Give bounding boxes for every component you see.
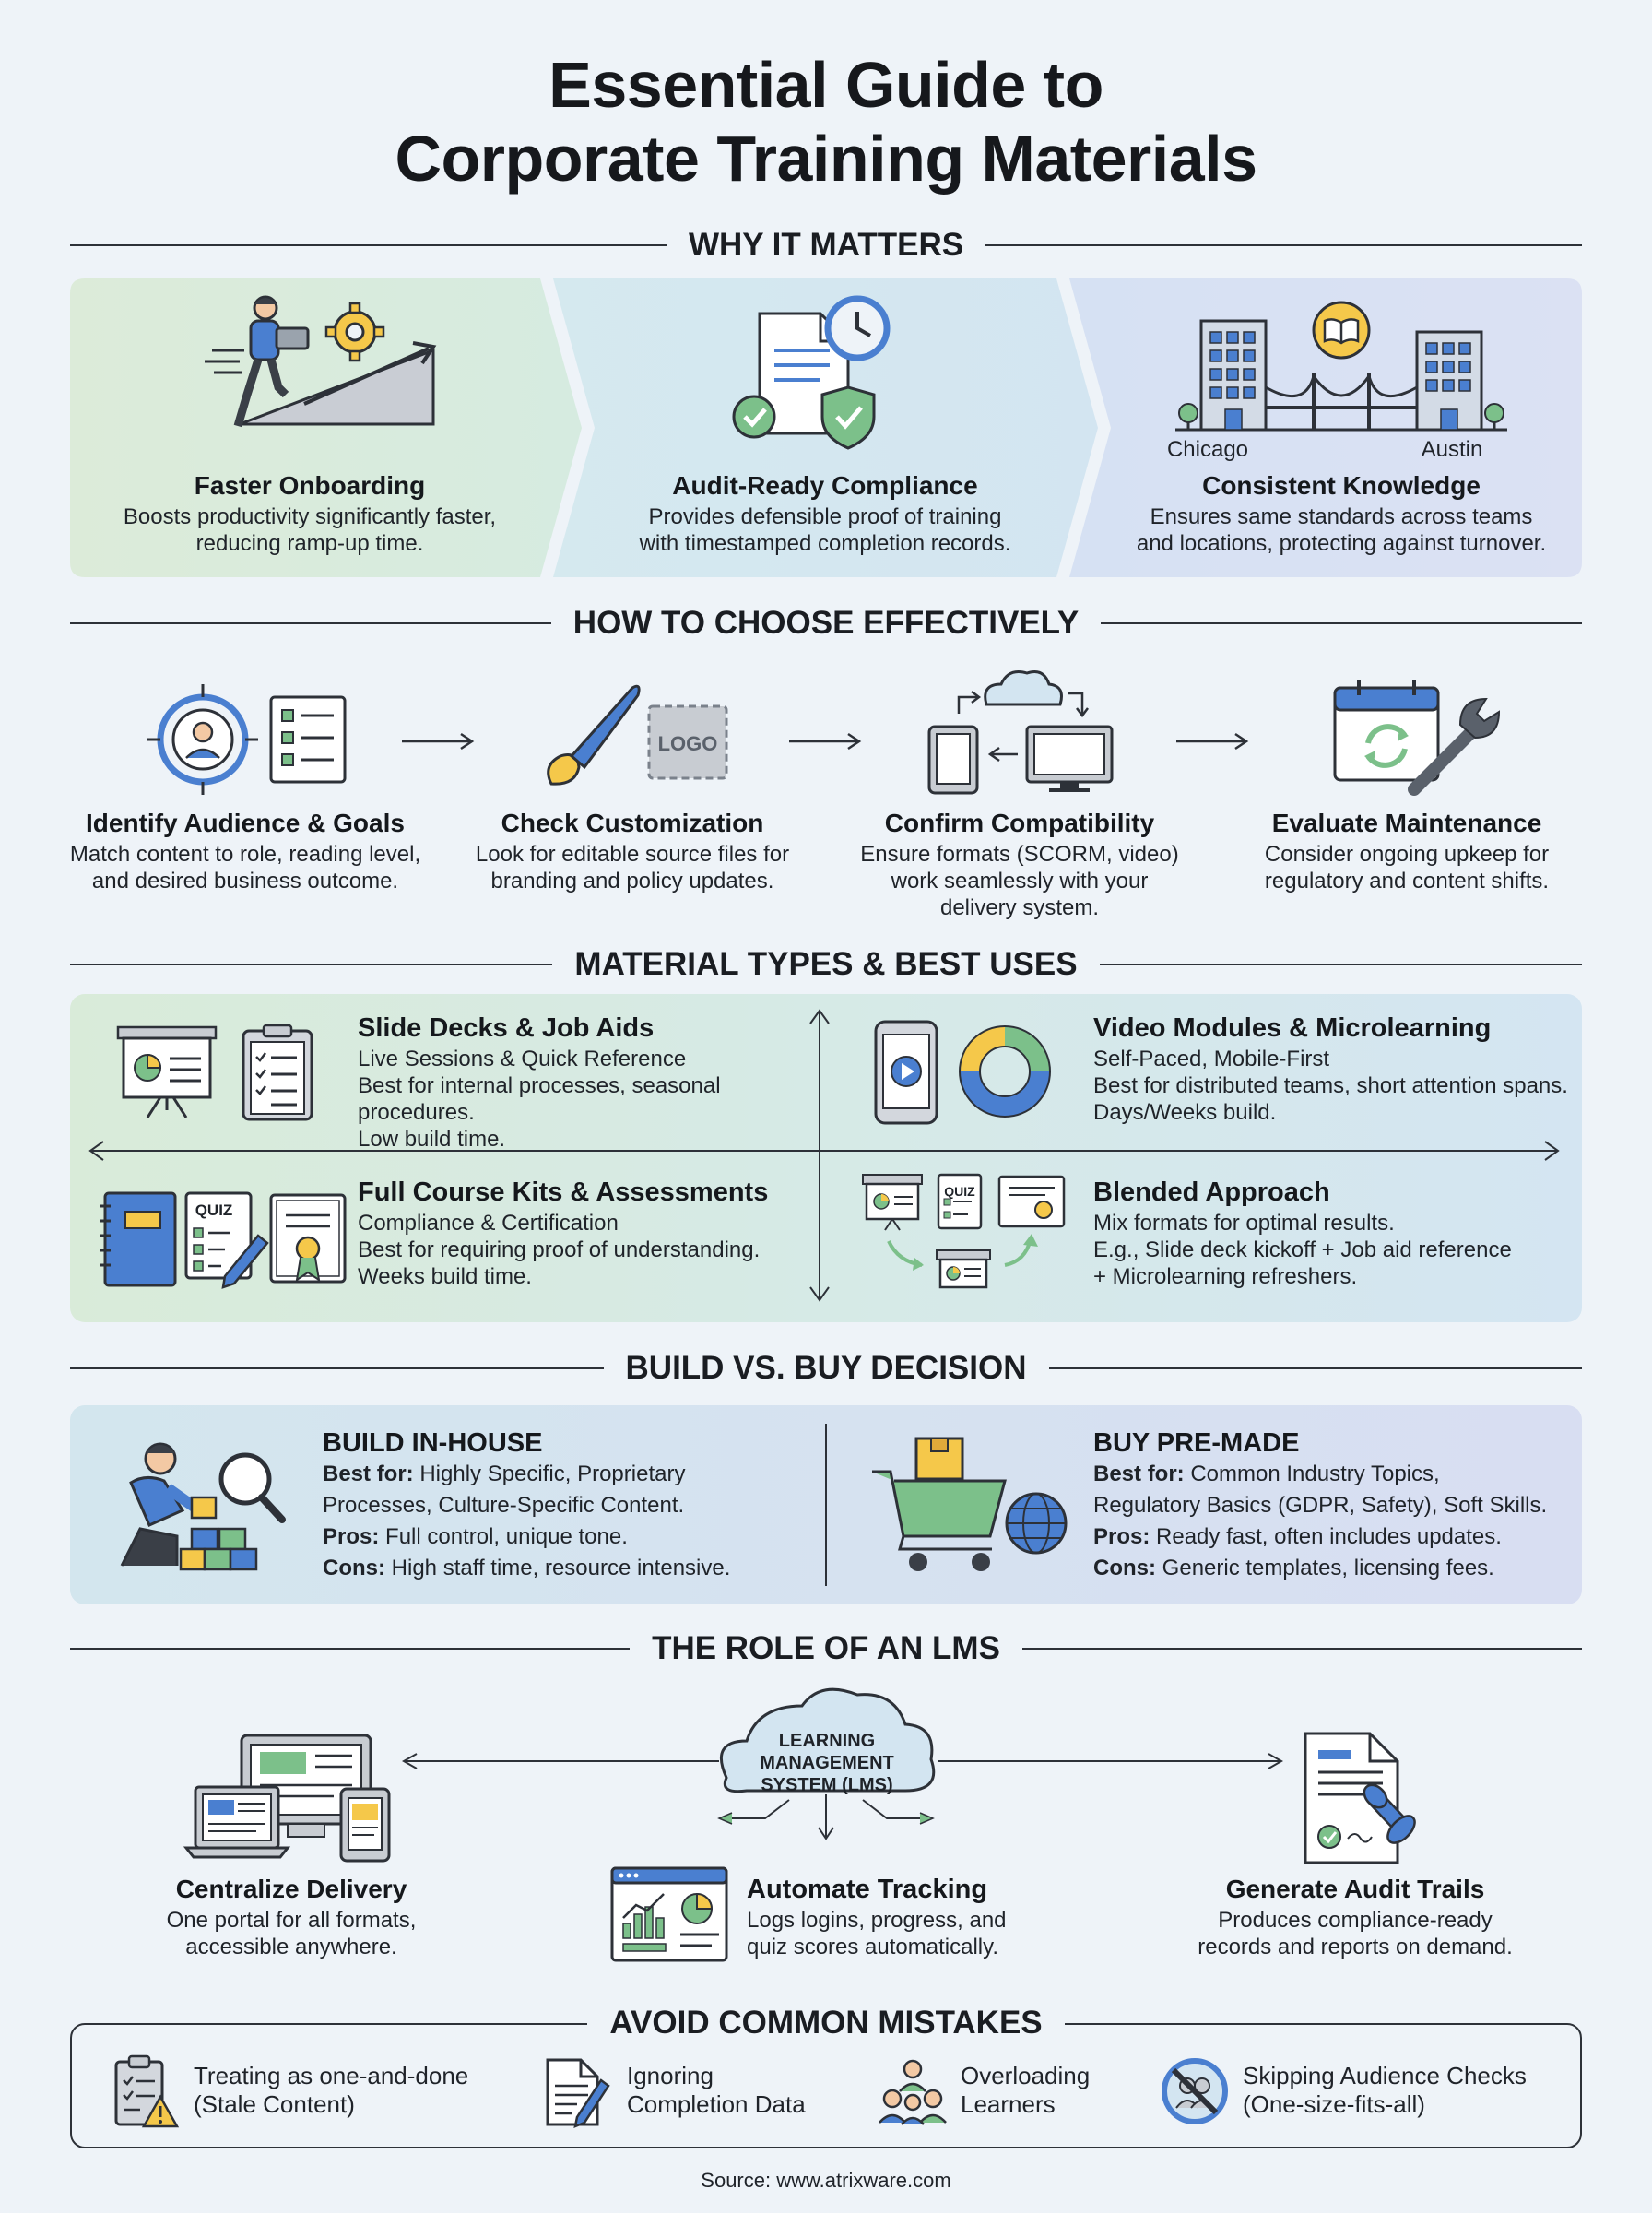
course-kit-icon xyxy=(100,1191,347,1289)
course-title: Full Course Kits & Assessments xyxy=(358,1178,769,1207)
blended-title: Blended Approach xyxy=(1093,1178,1330,1207)
audit-trails-text: Generate Audit Trails Produces complianc… xyxy=(1152,1872,1558,1960)
blended-quiz-label: QUIZ xyxy=(944,1184,975,1199)
page-title: Essential Guide to Corporate Training Ma… xyxy=(0,48,1652,195)
arrow-right-icon xyxy=(789,732,862,751)
mistake-3-text: Overloading Learners xyxy=(961,2062,1091,2118)
onboarding-title: Faster Onboarding xyxy=(194,471,426,500)
cities-bridge-icon xyxy=(1175,301,1507,432)
section-header-build: BUILD VS. BUY DECISION xyxy=(70,1350,1583,1387)
build-inhouse-text: BUILD IN-HOUSE Best for: Highly Specific… xyxy=(323,1427,747,1584)
customization-text: Check Customization Look for editable so… xyxy=(439,806,826,894)
mistake-1-text: Treating as one-and-done (Stale Content) xyxy=(194,2062,469,2118)
no-audience-check-icon xyxy=(1162,2058,1228,2124)
audit-stamp-icon xyxy=(1304,1732,1416,1864)
overloaded-learners-icon xyxy=(879,2059,947,2125)
maintenance-title: Evaluate Maintenance xyxy=(1271,809,1542,837)
builder-blocks-icon xyxy=(120,1442,286,1571)
audit-trails-title: Generate Audit Trails xyxy=(1225,1875,1485,1903)
build-buy-panel xyxy=(70,1405,1582,1604)
city-chicago-label: Chicago xyxy=(1166,437,1249,462)
logo-placeholder-text: LOGO xyxy=(657,732,718,755)
mistakes-panel xyxy=(70,2023,1582,2148)
audience-goals-text: Identify Audience & Goals Match content … xyxy=(52,806,439,894)
video-microlearning-icon xyxy=(874,1020,1051,1125)
audience-goals-title: Identify Audience & Goals xyxy=(86,809,405,837)
mistake-4-text: Skipping Audience Checks (One-size-fits-… xyxy=(1243,2062,1527,2118)
compliance-title: Audit-Ready Compliance xyxy=(672,471,978,500)
build-inhouse-title: BUILD IN-HOUSE xyxy=(323,1428,543,1458)
ignoring-data-document-icon xyxy=(546,2058,610,2129)
types-panel xyxy=(70,994,1582,1322)
dashboard-tracking-icon xyxy=(610,1866,728,1962)
customization-title: Check Customization xyxy=(501,809,764,837)
tracking-text: Automate Tracking Logs logins, progress,… xyxy=(747,1872,1115,1960)
shopping-cart-globe-icon xyxy=(872,1437,1068,1571)
centralize-title: Centralize Delivery xyxy=(175,1875,407,1903)
blended-approach-icon xyxy=(862,1173,1066,1289)
title-line-2: Corporate Training Materials xyxy=(395,123,1257,195)
knowledge-text: Consistent Knowledge Ensures same standa… xyxy=(1097,468,1586,557)
knowledge-title: Consistent Knowledge xyxy=(1202,471,1481,500)
slides-text: Slide Decks & Job Aids Live Sessions & Q… xyxy=(358,1011,837,1153)
slides-title: Slide Decks & Job Aids xyxy=(358,1013,655,1043)
course-text: Full Course Kits & Assessments Complianc… xyxy=(358,1175,837,1290)
section-header-how: HOW TO CHOOSE EFFECTIVELY xyxy=(70,605,1582,642)
arrow-right-icon xyxy=(1176,732,1249,751)
title-line-1: Essential Guide to xyxy=(549,49,1103,121)
buy-premade-text: BUY PRE-MADE Best for: Common Industry T… xyxy=(1093,1427,1573,1584)
section-header-types: MATERIAL TYPES & BEST USES xyxy=(70,946,1583,983)
centralize-text: Centralize Delivery One portal for all f… xyxy=(98,1872,485,1960)
video-title: Video Modules & Microlearning xyxy=(1093,1013,1492,1043)
stale-content-icon xyxy=(114,2054,180,2128)
slides-jobaid-icon xyxy=(116,1024,313,1121)
blended-text: Blended Approach Mix formats for optimal… xyxy=(1093,1175,1573,1290)
maintenance-text: Evaluate Maintenance Consider ongoing up… xyxy=(1213,806,1600,894)
audience-target-icon xyxy=(148,684,347,795)
quiz-label: QUIZ xyxy=(195,1201,233,1219)
section-header-mistakes: AVOID COMMON MISTAKES xyxy=(70,2005,1582,2041)
multi-device-icon xyxy=(183,1734,391,1863)
mistake-2-text: Ignoring Completion Data xyxy=(627,2062,806,2118)
city-austin-label: Austin xyxy=(1421,437,1483,462)
devices-cloud-sync-icon xyxy=(927,670,1114,795)
compatibility-title: Confirm Compatibility xyxy=(884,809,1155,837)
section-header-lms: THE ROLE OF AN LMS xyxy=(70,1630,1583,1667)
onboarding-text: Faster Onboarding Boosts productivity si… xyxy=(88,468,531,557)
buy-premade-title: BUY PRE-MADE xyxy=(1093,1428,1300,1458)
section-header-why: WHY IT MATTERS xyxy=(70,227,1583,264)
compliance-text: Audit-Ready Compliance Provides defensib… xyxy=(599,468,1051,557)
video-text: Video Modules & Microlearning Self-Paced… xyxy=(1093,1011,1573,1126)
lms-connectors xyxy=(401,1687,1284,1840)
paintbrush-logo-icon xyxy=(547,684,728,786)
lms-cloud-label: LEARNING MANAGEMENT SYSTEM (LMS) xyxy=(760,1731,894,1795)
onboarding-climber-icon xyxy=(205,295,437,428)
source-link[interactable]: Source: www.atrixware.com xyxy=(701,2169,951,2192)
compatibility-text: Confirm Compatibility Ensure formats (SC… xyxy=(826,806,1213,921)
compliance-document-icon xyxy=(732,295,891,450)
tracking-title: Automate Tracking xyxy=(747,1875,988,1904)
arrow-right-icon xyxy=(402,732,475,751)
calendar-wrench-icon xyxy=(1333,680,1501,796)
